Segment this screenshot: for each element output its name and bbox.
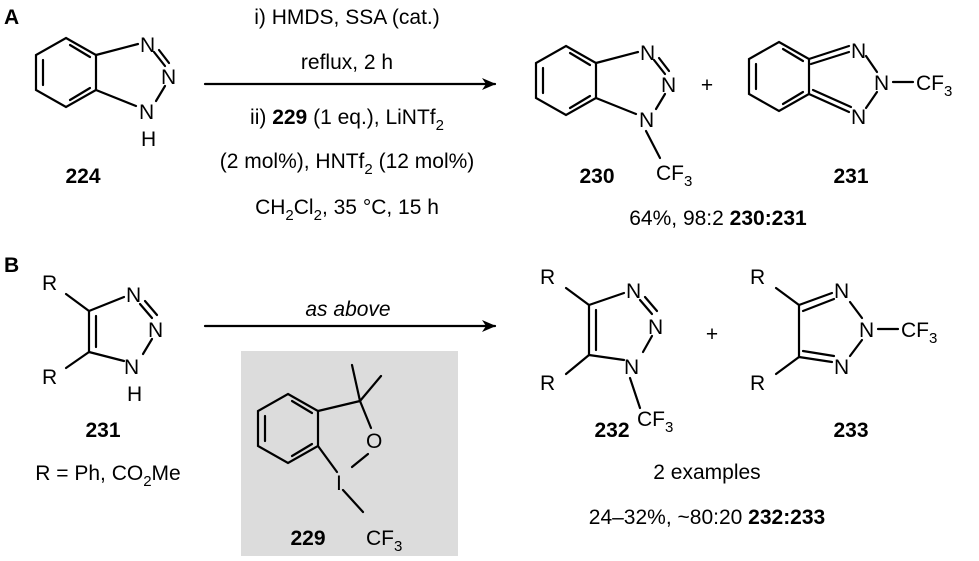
cf3-group: CF3 (916, 72, 952, 100)
atom-n1: N (640, 42, 655, 65)
panel-a-label: A (4, 6, 19, 29)
compound-232-structure: R R N N N CF3 (540, 266, 673, 436)
benzene-ring (534, 44, 598, 117)
atom-n2: N (874, 72, 889, 95)
compound-232-label: 232 (594, 419, 629, 442)
conditions-a-line1: i) HMDS, SSA (cat.) (254, 6, 440, 29)
compound-224-structure: N N N H (34, 34, 176, 151)
atom-n3: N (124, 356, 139, 379)
conditions-b: as above (305, 298, 390, 321)
compound-224-label: 224 (65, 165, 100, 188)
atom-n2: N (661, 74, 676, 97)
compound-231-b-structure: R R N N N H (42, 272, 163, 406)
substituent-r2: R (750, 372, 765, 395)
yield-a: 64%, 98:2 230:231 (629, 207, 807, 230)
plus-sign-b: + (706, 323, 718, 346)
benzene-ring (747, 40, 811, 113)
plus-sign-a: + (701, 74, 713, 97)
atom-n2: N (859, 319, 874, 342)
atom-n2: N (148, 319, 163, 342)
examples-count: 2 examples (653, 461, 760, 484)
conditions-a-line3: ii) 229 (1 eq.), LiNTf2 (250, 106, 444, 134)
conditions-a-line2: reflux, 2 h (301, 51, 393, 74)
cf3-group: CF3 (901, 319, 937, 347)
compound-231-a-label: 231 (833, 165, 868, 188)
yield-b: 24–32%, ~80:20 232:233 (589, 506, 825, 529)
atom-h: H (127, 383, 142, 406)
atom-n1: N (126, 284, 141, 307)
atom-h: H (141, 128, 156, 151)
conditions-a-line5: CH2Cl2, 35 °C, 15 h (255, 196, 439, 224)
compound-230-structure: N N N CF3 (534, 42, 692, 190)
atom-n3: N (624, 356, 639, 379)
conditions-a-line4: (2 mol%), HNTf2 (12 mol%) (220, 150, 475, 178)
compound-230-label: 230 (579, 165, 614, 188)
cf3-group: CF3 (366, 527, 402, 555)
reagent-229-structure: O I CF3 (256, 363, 402, 555)
atom-n2: N (161, 66, 176, 89)
cf3-group: CF3 (656, 162, 692, 190)
atom-n3: N (834, 356, 849, 379)
substituent-r1: R (540, 266, 555, 289)
atom-n2: N (648, 316, 663, 339)
substituent-r1: R (42, 272, 57, 295)
compound-231-b-label: 231 (85, 419, 120, 442)
substituent-r1: R (750, 266, 765, 289)
panel-b-label: B (4, 254, 19, 277)
atom-n1: N (834, 280, 849, 303)
r-group-definition: R = Ph, CO2Me (35, 462, 180, 490)
benzene-ring (34, 36, 98, 109)
compound-229-label: 229 (290, 527, 325, 550)
atom-i: I (336, 472, 342, 495)
atom-n1: N (851, 40, 866, 63)
compound-233-label: 233 (833, 419, 868, 442)
reagent-229-box (241, 351, 458, 556)
cf3-group: CF3 (637, 408, 673, 436)
atom-n3: N (851, 106, 866, 129)
compound-231-a-structure: N N N CF3 (747, 40, 952, 129)
atom-n1: N (626, 280, 641, 303)
compound-233-structure: R R N N N CF3 (750, 266, 937, 395)
atom-n3: N (639, 109, 654, 132)
substituent-r2: R (540, 372, 555, 395)
atom-n1: N (140, 34, 155, 57)
atom-o: O (366, 430, 382, 453)
atom-n3: N (139, 101, 154, 124)
substituent-r2: R (42, 366, 57, 389)
